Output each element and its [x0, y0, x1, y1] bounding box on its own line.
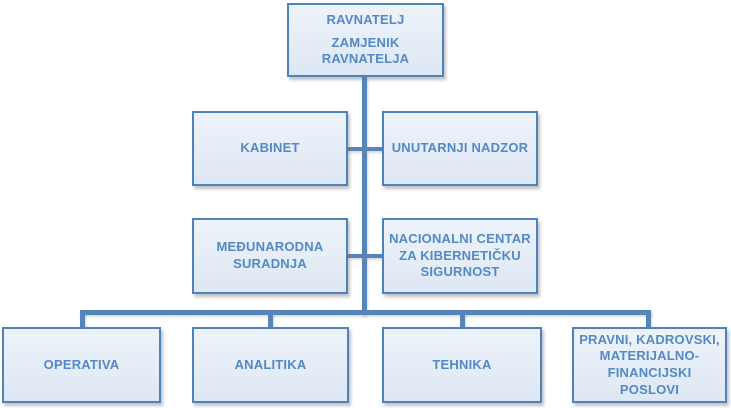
connector-level2-horizontal	[348, 147, 382, 151]
org-box-nacionalni-centar: NACIONALNI CENTAR ZA KIBERNETIČKU SIGURN…	[382, 218, 538, 294]
org-box-unutarnji-nadzor: UNUTARNJI NADZOR	[382, 111, 538, 186]
org-box-tehnika: TEHNIKA	[382, 327, 542, 403]
connector-level3-horizontal	[348, 254, 382, 258]
connector-drop-tehnika	[460, 310, 465, 327]
connector-drop-analitika	[268, 310, 273, 327]
org-box-medunarodna-suradnja: MEĐUNARODNA SURADNJA	[192, 218, 348, 294]
connector-drop-pravni	[646, 310, 651, 327]
org-box-label: OPERATIVA	[43, 356, 120, 372]
connector-drop-operativa	[80, 310, 85, 327]
org-box-operativa: OPERATIVA	[2, 327, 161, 403]
org-box-label: PRAVNI, KADROVSKI, MATERIJALNO-FINANCIJS…	[579, 331, 720, 397]
org-box-label: MEĐUNARODNA SURADNJA	[216, 239, 324, 271]
org-box-label: ZAMJENIK RAVNATELJA	[321, 34, 410, 67]
org-box-kabinet: KABINET	[192, 111, 348, 186]
org-box-analitika: ANALITIKA	[192, 327, 349, 403]
org-box-ravnatelj: RAVNATELJ ZAMJENIK RAVNATELJA	[287, 3, 444, 77]
org-box-label: TEHNIKA	[432, 356, 492, 372]
org-box-label: KABINET	[240, 140, 300, 156]
connector-level4-bar	[80, 310, 651, 315]
org-box-label: NACIONALNI CENTAR ZA KIBERNETIČKU SIGURN…	[389, 231, 531, 280]
org-box-label: ANALITIKA	[234, 356, 307, 372]
connector-trunk-vertical	[362, 77, 367, 315]
org-box-pravni-kadrovski: PRAVNI, KADROVSKI, MATERIJALNO-FINANCIJS…	[572, 327, 727, 403]
org-box-label: RAVNATELJ	[326, 12, 405, 28]
org-box-label: UNUTARNJI NADZOR	[391, 140, 529, 156]
